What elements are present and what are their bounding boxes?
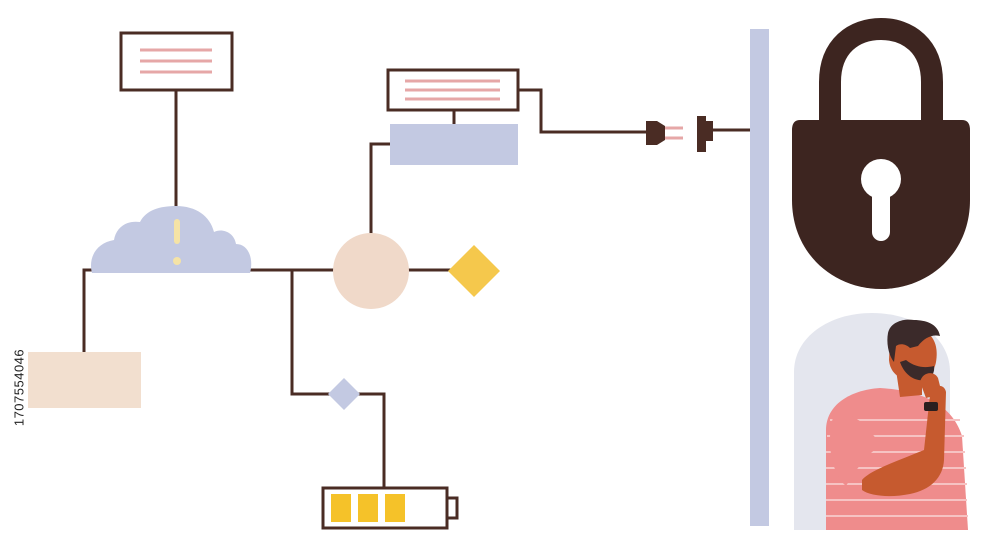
wire-down-branch xyxy=(290,270,331,396)
stock-id-caption: 1707554046 xyxy=(11,348,27,427)
circle-node xyxy=(333,233,409,309)
battery-icon xyxy=(321,486,459,530)
warning-cloud-icon xyxy=(90,206,252,273)
blue-diamond xyxy=(328,378,360,410)
yellow-diamond xyxy=(448,245,500,297)
wire-note-to-plug xyxy=(518,88,646,134)
wire-left-branch xyxy=(82,268,176,352)
thinking-man-illustration xyxy=(794,313,968,530)
power-plug-icon xyxy=(646,121,683,145)
middle-note-card xyxy=(386,68,520,112)
wire-up-to-panel xyxy=(369,142,390,234)
power-socket-icon xyxy=(697,116,713,152)
wall xyxy=(750,29,769,526)
top-note-card xyxy=(119,31,234,92)
padlock-icon xyxy=(792,17,970,289)
wire-to-battery xyxy=(357,392,386,488)
blue-panel xyxy=(390,124,518,165)
peach-block xyxy=(28,352,141,408)
